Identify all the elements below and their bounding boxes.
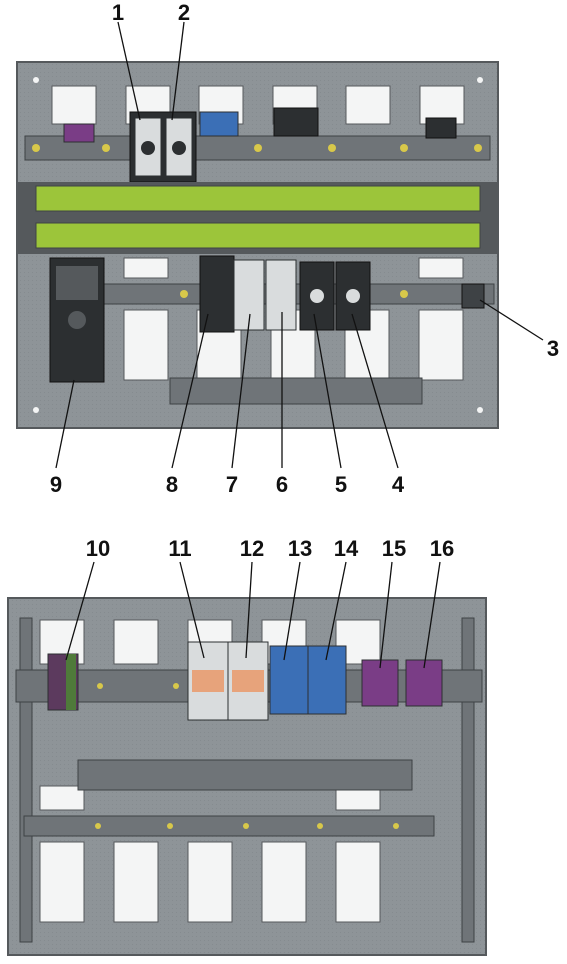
callout-5: 5 <box>335 472 347 497</box>
middle-rail-devices <box>49 255 485 383</box>
callout-2: 2 <box>178 0 190 25</box>
callout-8: 8 <box>166 472 178 497</box>
top-rail-devices <box>63 107 457 183</box>
callout-15: 15 <box>382 536 406 561</box>
callout-7: 7 <box>226 472 238 497</box>
callout-16: 16 <box>430 536 454 561</box>
top-leader-lines <box>55 21 544 469</box>
bottom-cable-duct <box>77 759 413 791</box>
callout-3: 3 <box>547 336 559 361</box>
callout-13: 13 <box>288 536 312 561</box>
bottom-leader-lines <box>65 561 441 669</box>
middle-din-rail <box>103 283 495 305</box>
bottom-rail-devices <box>47 641 443 721</box>
callout-12: 12 <box>240 536 264 561</box>
green-wiring-ducts <box>17 182 498 254</box>
callout-labels: 1 2 3 4 5 6 7 8 9 10 11 12 13 14 15 16 <box>50 0 559 561</box>
callout-10: 10 <box>86 536 110 561</box>
callout-1: 1 <box>112 0 124 25</box>
top-din-rail <box>24 135 491 161</box>
callout-11: 11 <box>168 536 191 561</box>
callout-6: 6 <box>276 472 288 497</box>
callout-4: 4 <box>392 472 405 497</box>
lower-cable-duct <box>169 377 423 405</box>
callout-14: 14 <box>334 536 359 561</box>
callout-9: 9 <box>50 472 62 497</box>
bottom-lower-din-rail <box>23 815 435 837</box>
